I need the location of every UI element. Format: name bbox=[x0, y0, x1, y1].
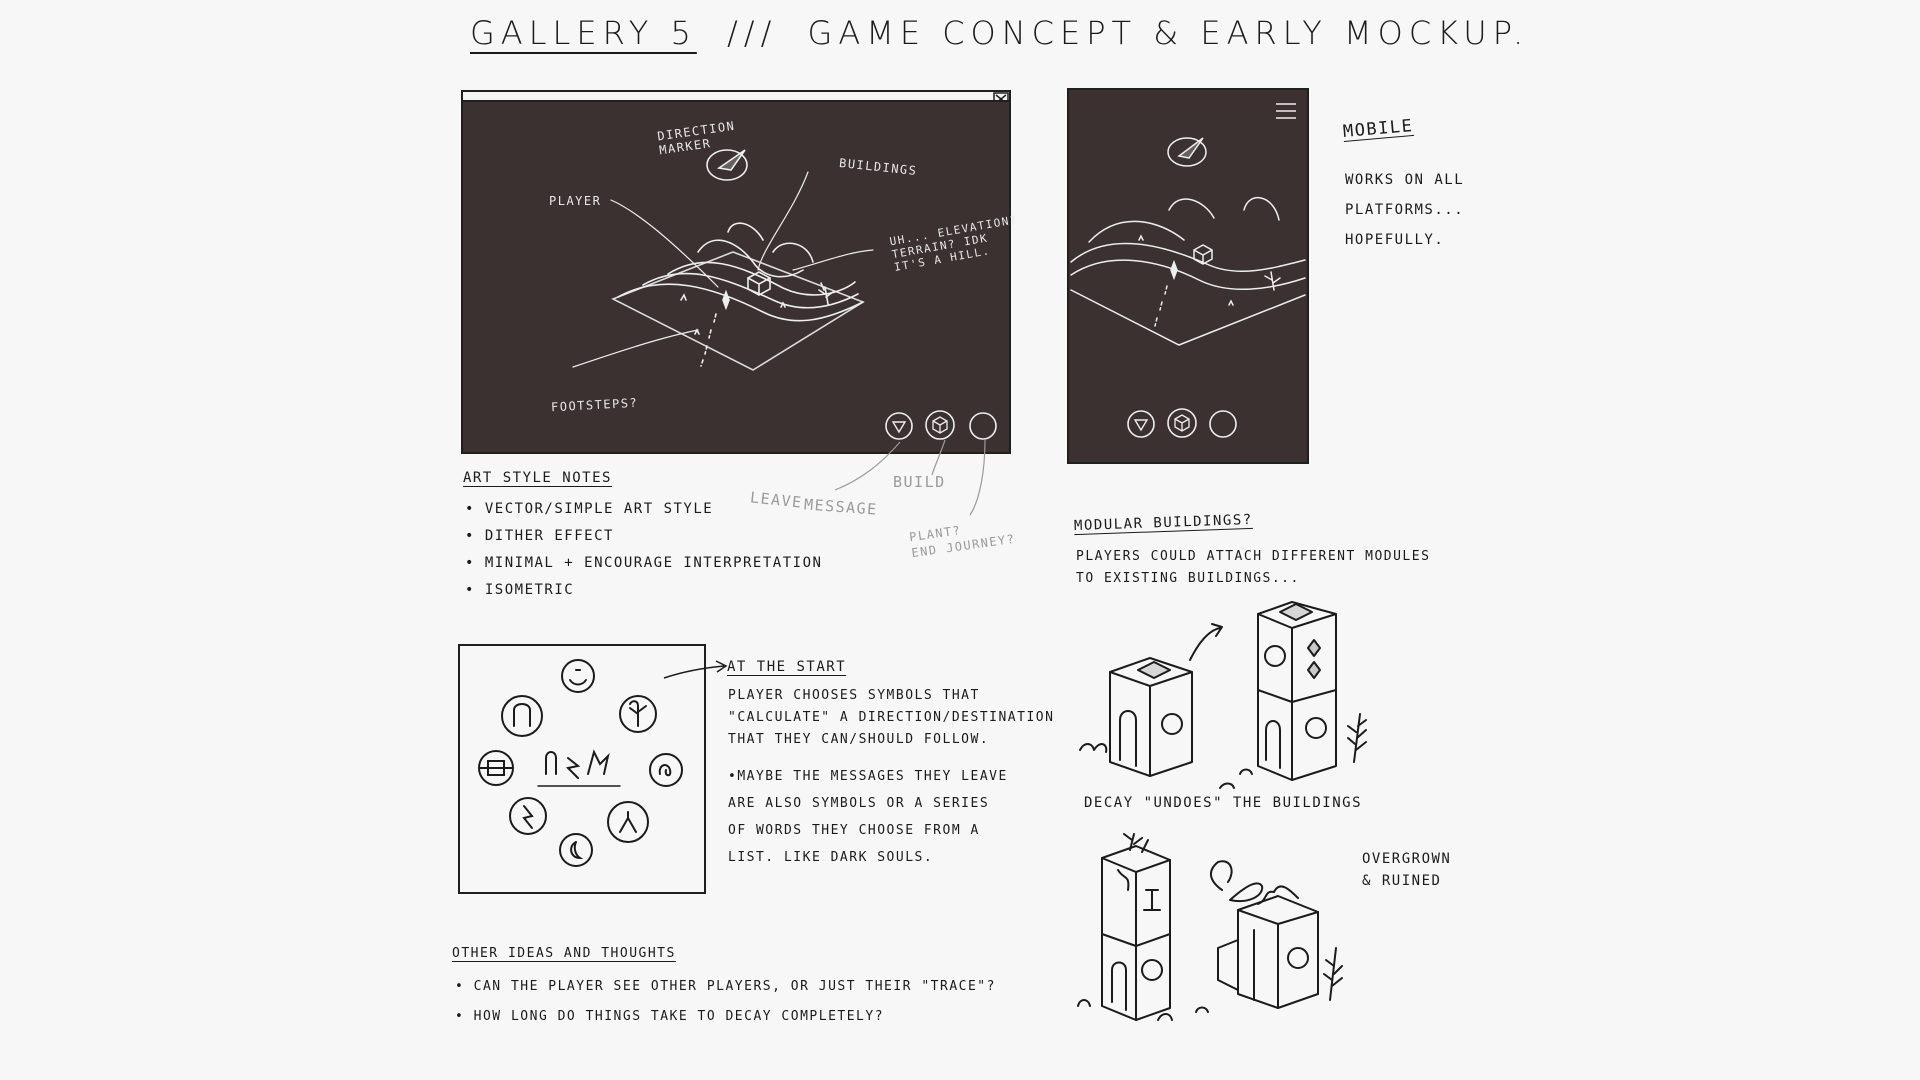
mobile-leave-message-button[interactable] bbox=[1127, 410, 1155, 438]
hamburger-menu-icon[interactable] bbox=[1275, 102, 1297, 120]
ruined-buildings-sketch bbox=[1077, 833, 1343, 1021]
decay-caption: DECAY "UNDOES" THE BUILDINGS bbox=[1084, 795, 1363, 811]
modular-heading: MODULAR BUILDINGS? bbox=[1073, 511, 1253, 535]
circle-icon bbox=[1209, 410, 1237, 438]
build-label: BUILD bbox=[893, 473, 946, 491]
mobile-note-3: HOPEFULLY. bbox=[1345, 232, 1445, 248]
desktop-game-screen: DIRECTION MARKER BUILDINGS PLAYER UH... … bbox=[461, 100, 1019, 454]
symbol-wheel-sketch bbox=[478, 659, 683, 867]
art-style-item: • DITHER EFFECT bbox=[465, 528, 614, 544]
triangle-down-icon bbox=[1127, 410, 1155, 438]
other-idea-item: • HOW LONG DO THINGS TAKE TO DECAY COMPL… bbox=[455, 1009, 885, 1024]
build-button[interactable] bbox=[925, 410, 955, 440]
triangle-down-icon bbox=[885, 412, 913, 440]
player-label: PLAYER bbox=[549, 194, 602, 208]
leave-message-button[interactable] bbox=[885, 412, 913, 440]
mobile-notes: WORKS ON ALL PLATFORMS... HOPEFULLY. bbox=[1345, 165, 1464, 255]
at-start-arrow bbox=[663, 660, 728, 679]
art-style-item: • VECTOR/SIMPLE ART STYLE bbox=[465, 501, 714, 517]
modular-buildings-sketch bbox=[1079, 601, 1367, 789]
art-style-item: • ISOMETRIC bbox=[465, 582, 575, 598]
circle-icon bbox=[969, 412, 997, 440]
button-callout-lines bbox=[834, 439, 986, 516]
cube-icon bbox=[1167, 408, 1197, 438]
gallery-number: GALLERY 5 bbox=[470, 14, 697, 52]
mobile-note-1: WORKS ON ALL bbox=[1345, 172, 1465, 188]
plant-end-journey-button[interactable] bbox=[969, 412, 997, 440]
at-start-paragraph-2: •MAYBE THE MESSAGES THEY LEAVE ARE ALSO … bbox=[728, 769, 1008, 865]
title-separator: /// bbox=[727, 14, 778, 52]
at-start-heading: AT THE START bbox=[727, 659, 847, 675]
other-idea-item: • CAN THE PLAYER SEE OTHER PLAYERS, OR J… bbox=[455, 979, 996, 994]
modular-description: PLAYERS COULD ATTACH DIFFERENT MODULES T… bbox=[1076, 549, 1431, 586]
mobile-heading: MOBILE bbox=[1342, 115, 1415, 143]
cube-icon bbox=[925, 410, 955, 440]
at-start-paragraph-1: PLAYER CHOOSES SYMBOLS THAT "CALCULATE" … bbox=[728, 688, 1055, 747]
mobile-game-screen bbox=[1067, 88, 1309, 464]
symbol-picker-mockup bbox=[458, 644, 706, 894]
overgrown-caption: OVERGROWN & RUINED bbox=[1362, 851, 1452, 889]
other-ideas-heading: OTHER IDEAS AND THOUGHTS bbox=[452, 946, 676, 961]
other-ideas-list: • CAN THE PLAYER SEE OTHER PLAYERS, OR J… bbox=[455, 972, 996, 1032]
mobile-build-button[interactable] bbox=[1167, 408, 1197, 438]
mobile-terrain-sketch bbox=[1070, 137, 1306, 346]
mobile-note-2: PLATFORMS... bbox=[1345, 202, 1465, 218]
desktop-terrain-sketch bbox=[572, 149, 874, 371]
art-style-heading: ART STYLE NOTES bbox=[463, 470, 612, 486]
title-subtitle: GAME CONCEPT & EARLY MOCKUP. bbox=[807, 14, 1530, 52]
art-style-list: • VECTOR/SIMPLE ART STYLE • DITHER EFFEC… bbox=[465, 496, 822, 604]
page-title: GALLERY 5 /// GAME CONCEPT & EARLY MOCKU… bbox=[470, 14, 1529, 52]
mobile-plant-button[interactable] bbox=[1209, 410, 1237, 438]
art-style-item: • MINIMAL + ENCOURAGE INTERPRETATION bbox=[465, 555, 823, 571]
